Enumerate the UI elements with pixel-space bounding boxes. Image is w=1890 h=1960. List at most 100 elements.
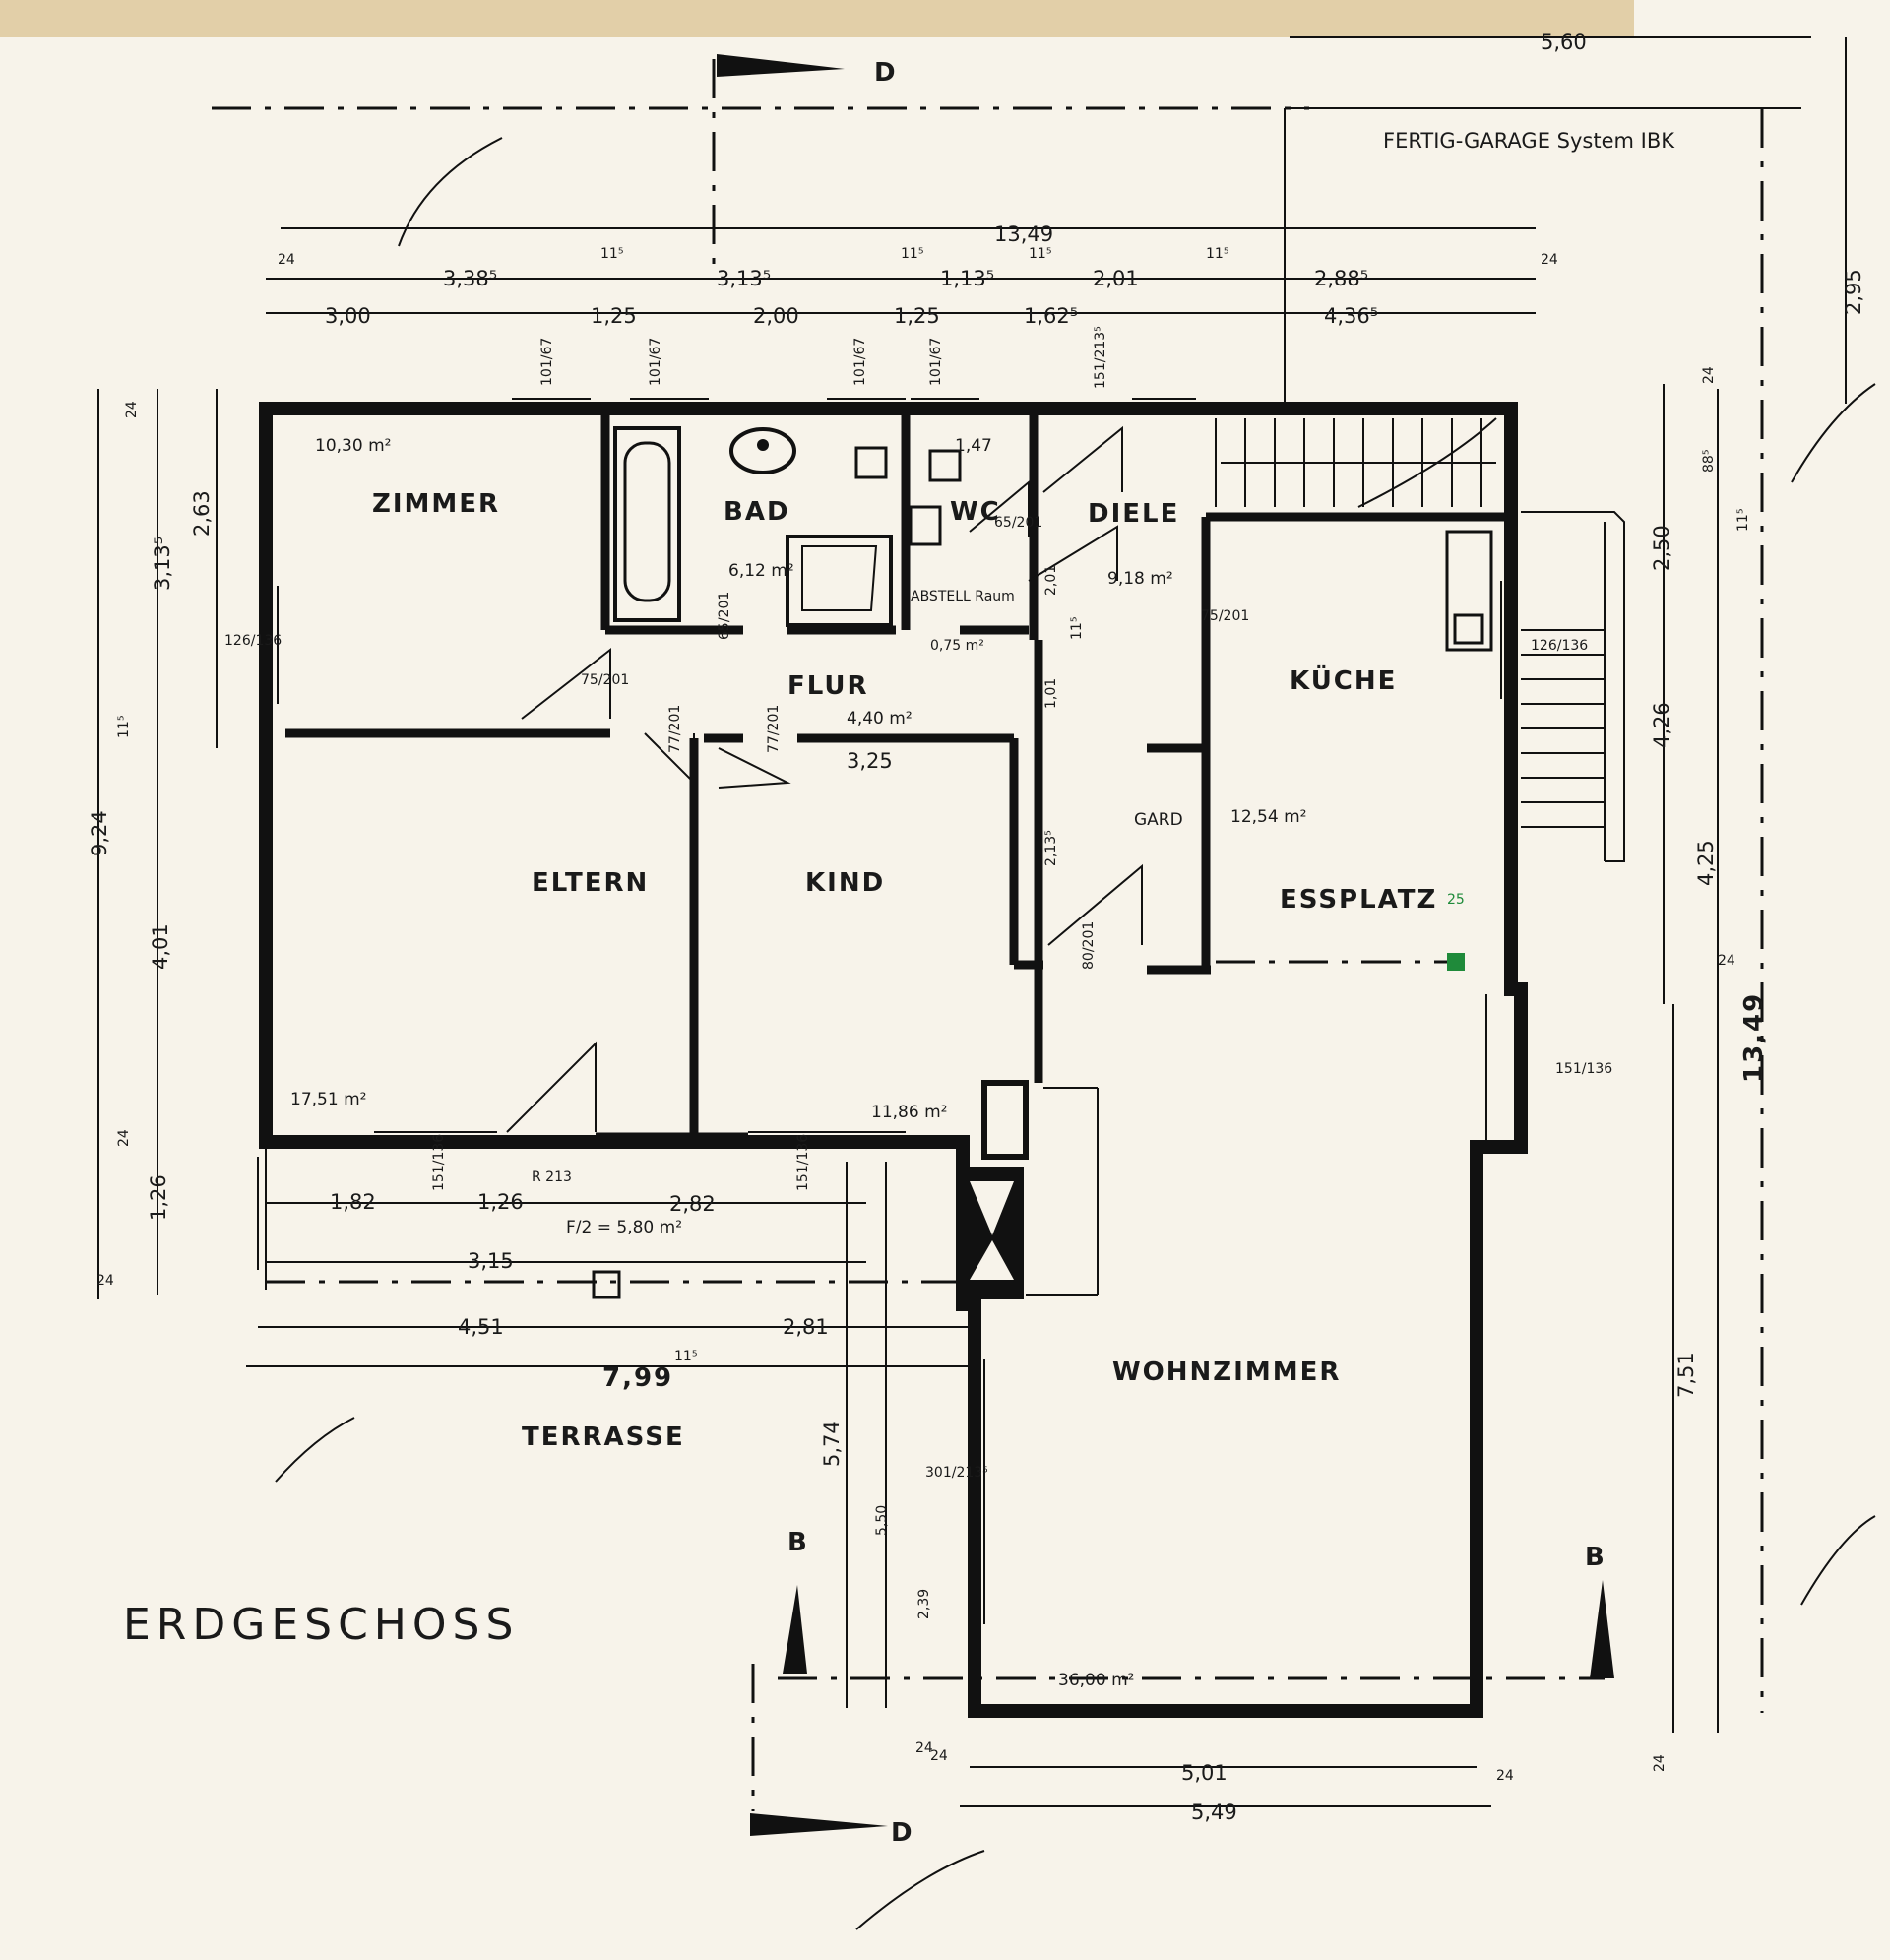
dim-bottom-8: 24 <box>930 1748 948 1764</box>
annotation-arcs <box>275 137 1876 1930</box>
opening-2: 151/136 <box>1555 1061 1612 1077</box>
paper-top-edge <box>0 0 1634 37</box>
dim-top-total: 13,49 <box>994 222 1053 246</box>
dim-left-4: 9,24 <box>88 810 111 856</box>
windows <box>257 398 1502 1624</box>
exterior-stairs <box>1521 511 1625 862</box>
opening-top-4: 151/213⁵ <box>1093 326 1108 389</box>
dim-living-4: 24 <box>915 1740 933 1756</box>
dim-top-row-7: 2,01 <box>1093 267 1139 290</box>
area-eltern: 17,51 m² <box>290 1090 366 1109</box>
dim-bottom-1: 1,26 <box>477 1190 524 1214</box>
dim-bottom-7: 7,99 <box>602 1363 673 1393</box>
dim-top-row-6: 11⁵ <box>1029 246 1051 262</box>
area-wohnzimmer: 36,00 m² <box>1058 1671 1134 1690</box>
dim-left-7: 1,26 <box>147 1174 170 1221</box>
dim-top-row2-0: 3,00 <box>325 304 371 328</box>
dim-right-3: 2,50 <box>1650 525 1673 571</box>
opening-7: 65/201 <box>994 515 1042 531</box>
section-mark-b-left: B <box>788 1528 809 1557</box>
dim-top-row2-2: 2,00 <box>753 304 799 328</box>
dim-top-row-9: 2,88⁵ <box>1314 267 1368 290</box>
garage-outline: FERTIG-GARAGE System IBK <box>1284 107 1801 1713</box>
dim-bottom-9: 5,01 <box>1181 1761 1228 1785</box>
dimension-lines <box>97 36 1847 1807</box>
dim-top-row2-4: 1,62⁵ <box>1024 304 1078 328</box>
area-zimmer: 10,30 m² <box>315 436 391 456</box>
area-bad: 6,12 m² <box>728 561 794 581</box>
opening-8: 65/201 <box>717 592 732 640</box>
dim-right-9: 24 <box>1652 1754 1668 1772</box>
dim-left-5: 4,01 <box>149 923 172 970</box>
label-diele: DIELE <box>1088 499 1179 529</box>
label-bad: BAD <box>724 497 790 527</box>
opening-1: 126/136 <box>1531 638 1588 654</box>
opening-15: 2,13⁵ <box>1043 830 1059 866</box>
dim-left-0: 24 <box>124 401 140 418</box>
opening-6: 75/201 <box>1201 608 1249 624</box>
opening-5: 75/201 <box>581 672 629 688</box>
label-flur: FLUR <box>788 671 869 701</box>
chimney <box>960 1080 1029 1299</box>
dim-top-row-3: 3,13⁵ <box>717 267 771 290</box>
area-flur: 4,40 m² <box>847 709 913 728</box>
area-wc: 1,47 <box>955 436 992 456</box>
dim-top-row-4: 11⁵ <box>901 246 923 262</box>
dim-bottom-6: 11⁵ <box>674 1349 697 1364</box>
dim-left-2: 2,63 <box>190 490 214 537</box>
opening-16: 11⁵ <box>1069 617 1085 640</box>
label-wohnzimmer: WOHNZIMMER <box>1112 1358 1341 1387</box>
label-terrasse: TERRASSE <box>522 1423 685 1452</box>
dim-top-row2-5: 4,36⁵ <box>1324 304 1378 328</box>
dim-bottom-3: 3,15 <box>468 1249 514 1273</box>
opening-top-2: 101/67 <box>852 338 868 386</box>
dim-bottom-10: 5,49 <box>1191 1801 1237 1824</box>
label-eltern: ELTERN <box>532 868 649 898</box>
door-swings <box>506 425 1143 1133</box>
washbasin-wc <box>909 505 942 546</box>
dim-top-row-0: 24 <box>278 252 295 268</box>
section-mark-b-right: B <box>1585 1543 1606 1572</box>
area-kind: 11,86 m² <box>871 1103 947 1122</box>
dim-right-5: 4,25 <box>1694 840 1718 886</box>
dim-bottom-4: 4,51 <box>458 1315 504 1339</box>
dim-top-row2-1: 1,25 <box>591 304 637 328</box>
dim-right-1: 88⁵ <box>1701 450 1717 473</box>
dim-bottom-5: 2,81 <box>783 1315 829 1339</box>
dim-left-6: 24 <box>116 1129 132 1147</box>
dim-living-1: 5,50 <box>874 1505 890 1536</box>
section-mark-d-top: D <box>874 58 898 88</box>
opening-top-1: 101/67 <box>648 338 663 386</box>
dim-garage-depth: 2,95 <box>1842 269 1865 315</box>
green-marker <box>1447 953 1465 971</box>
opening-top-0: 101/67 <box>539 338 555 386</box>
label-wc: WC <box>950 497 1001 527</box>
opening-10: 77/201 <box>766 705 782 753</box>
dim-top-row2-3: 1,25 <box>894 304 940 328</box>
label-zimmer: ZIMMER <box>372 489 500 519</box>
sink <box>729 427 796 474</box>
page-title: ERDGESCHOSS <box>123 1600 519 1650</box>
label-abstell: ABSTELL Raum <box>911 589 1015 604</box>
garage-note: FERTIG-GARAGE System IBK <box>1383 129 1675 153</box>
dim-top-row-2: 11⁵ <box>600 246 623 262</box>
opening-4: 151/136 <box>795 1134 811 1191</box>
dim-left-3: 11⁵ <box>116 716 132 738</box>
dim-top-row-5: 1,13⁵ <box>940 267 994 290</box>
staircase <box>1215 417 1497 508</box>
area-terrasse: F/2 = 5,80 m² <box>566 1218 682 1237</box>
label-gard: GARD <box>1134 810 1183 830</box>
opening-0: 126/136 <box>224 633 282 649</box>
opening-18: 25 <box>1447 892 1465 908</box>
dim-right-4: 4,26 <box>1650 702 1673 748</box>
interior-walls <box>285 409 1511 1142</box>
dim-right-0: 24 <box>1701 366 1717 384</box>
opening-13: 1,01 <box>1043 678 1059 709</box>
label-essplatz: ESSPLATZ <box>1280 885 1437 915</box>
toilet-bad <box>854 446 888 479</box>
section-mark-d-bottom: D <box>891 1818 914 1848</box>
dim-top-garage: 5,60 <box>1541 31 1587 54</box>
opening-14: 2,01 <box>1043 565 1059 596</box>
dim-bottom-2: 2,82 <box>669 1192 716 1216</box>
